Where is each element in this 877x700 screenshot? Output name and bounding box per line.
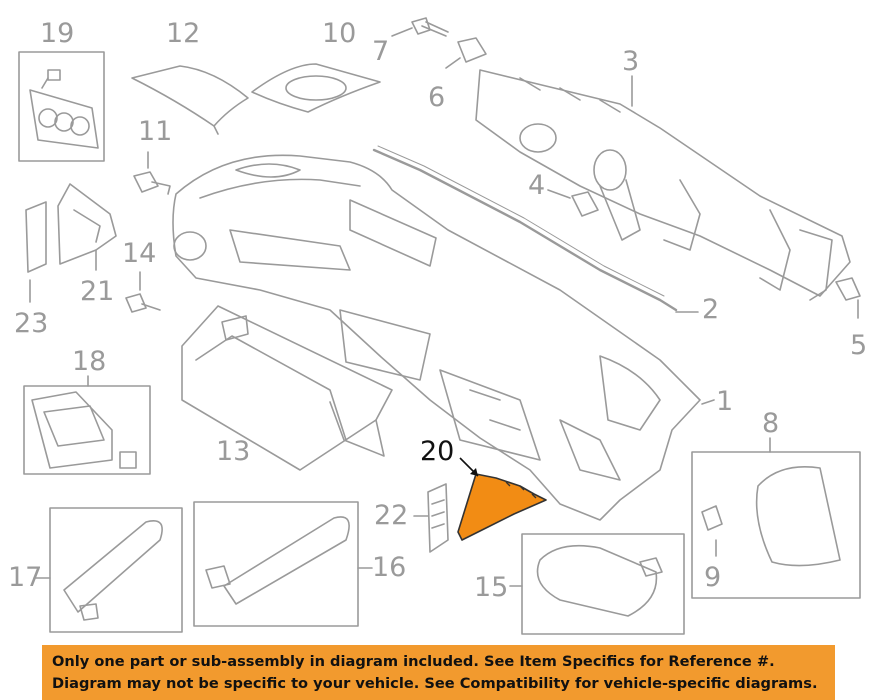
part-22-bracket bbox=[413, 483, 449, 553]
disclaimer-line-2: Diagram may not be specific to your vehi… bbox=[52, 675, 818, 692]
part-11-bolt bbox=[133, 151, 171, 195]
disclaimer-banner: Only one part or sub-assembly in diagram… bbox=[42, 645, 835, 700]
callout-6: 6 bbox=[428, 82, 446, 113]
callout-22: 22 bbox=[374, 500, 409, 531]
part-5-bolt bbox=[835, 277, 861, 319]
part-1-instrument-panel bbox=[172, 154, 715, 521]
callout-18: 18 bbox=[72, 346, 107, 377]
callout-21: 21 bbox=[80, 276, 115, 307]
callout-13: 13 bbox=[216, 436, 251, 467]
callout-11: 11 bbox=[138, 116, 173, 147]
part-7-bolt bbox=[391, 17, 449, 37]
callout-9: 9 bbox=[704, 562, 722, 593]
callout-15: 15 bbox=[474, 572, 509, 603]
part-21-bracket bbox=[57, 183, 117, 271]
part-18-panel bbox=[23, 375, 151, 475]
callout-14: 14 bbox=[122, 238, 157, 269]
part-16-box bbox=[193, 501, 373, 627]
part-6-clip bbox=[445, 37, 487, 69]
callout-12: 12 bbox=[166, 18, 201, 49]
callout-5: 5 bbox=[850, 330, 868, 361]
part-10-cover bbox=[251, 63, 381, 113]
callout-23: 23 bbox=[14, 308, 49, 339]
part-23-side-panel bbox=[25, 201, 47, 303]
callout-10: 10 bbox=[322, 18, 357, 49]
part-15-box bbox=[509, 533, 685, 635]
callout-4: 4 bbox=[528, 170, 546, 201]
part-2-strip bbox=[372, 145, 699, 313]
callout-3: 3 bbox=[622, 46, 640, 77]
callout-16: 16 bbox=[372, 552, 407, 583]
part-13-glove-box bbox=[181, 305, 393, 471]
part-3-beam bbox=[475, 69, 851, 301]
part-14-bolt bbox=[125, 271, 161, 313]
callout-2: 2 bbox=[702, 294, 720, 325]
part-17-box bbox=[33, 507, 183, 633]
callout-1: 1 bbox=[716, 386, 734, 417]
part-12-cover bbox=[131, 65, 249, 135]
part-4-bolt bbox=[547, 189, 599, 217]
part-19-cluster-bezel bbox=[18, 51, 105, 162]
callout-8: 8 bbox=[762, 408, 780, 439]
part-20-highlighted-trim bbox=[457, 457, 547, 541]
callout-20: 20 bbox=[420, 436, 455, 467]
callout-7: 7 bbox=[372, 36, 390, 67]
callout-19: 19 bbox=[40, 18, 75, 49]
disclaimer-line-1: Only one part or sub-assembly in diagram… bbox=[52, 653, 775, 670]
part-8-panel bbox=[691, 437, 861, 599]
callout-17: 17 bbox=[8, 562, 43, 593]
